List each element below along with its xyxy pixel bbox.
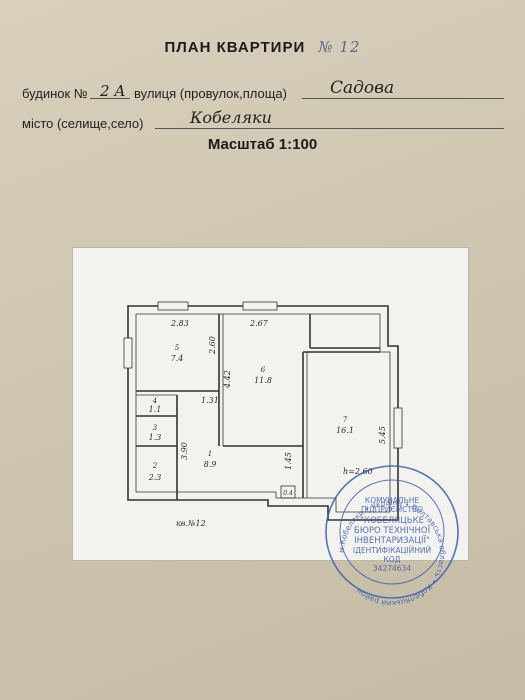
room-6-number: 6 bbox=[261, 366, 266, 374]
room-1-area: 8.9 bbox=[204, 460, 217, 469]
dim-2.60: 2.60 bbox=[208, 336, 217, 355]
floor-plan: 2.83 2.67 2.60 4.42 1.31 3.90 1.45 5.45 … bbox=[73, 248, 468, 560]
house-value: 2 А bbox=[100, 82, 126, 100]
ceiling-height: h=2.60 bbox=[343, 467, 373, 476]
room-3-number: 3 bbox=[153, 424, 158, 432]
window-room5 bbox=[157, 301, 189, 311]
room-3-area: 1.3 bbox=[149, 433, 162, 442]
window-room6 bbox=[242, 301, 278, 311]
city-value: Кобеляки bbox=[190, 108, 272, 127]
apartment-label: кв.№12 bbox=[176, 519, 206, 528]
room-2-area: 2.3 bbox=[148, 473, 162, 482]
dimension-labels: 2.83 2.67 2.60 4.42 1.31 3.90 1.45 5.45 … bbox=[170, 319, 387, 476]
room-labels: 5 7.4 6 11.8 7 16.1 4 1.1 3 1.3 2 2.3 1 … bbox=[148, 344, 354, 497]
dim-3.90: 3.90 bbox=[180, 442, 189, 460]
dim-1.31: 1.31 bbox=[201, 396, 219, 405]
dim-1.45: 1.45 bbox=[284, 452, 293, 470]
dim-2.83: 2.83 bbox=[170, 319, 189, 328]
scale-label: Масштаб 1:100 bbox=[207, 136, 318, 153]
closet-8 bbox=[280, 485, 296, 499]
apartment-number: № 12 bbox=[318, 38, 361, 56]
room-7-area: 16.1 bbox=[336, 426, 354, 435]
house-underline bbox=[90, 98, 130, 99]
room-2-number: 2 bbox=[152, 462, 158, 470]
title-text: ПЛАН КВАРТИРИ bbox=[164, 39, 306, 56]
room-4-number: 4 bbox=[152, 397, 157, 405]
street-label: вулиця (провулок,площа) bbox=[134, 86, 287, 101]
street-underline bbox=[302, 98, 504, 99]
room-4-area: 1.1 bbox=[149, 405, 162, 414]
room-7-number: 7 bbox=[343, 416, 348, 424]
city-underline bbox=[155, 128, 504, 129]
dim-5.45: 5.45 bbox=[378, 426, 387, 444]
house-label: будинок № bbox=[22, 86, 88, 101]
stamp-line-8: 34274634 bbox=[373, 564, 411, 573]
city-label: місто (селище,село) bbox=[22, 116, 144, 131]
page-title: ПЛАН КВАРТИРИ № 12 bbox=[0, 38, 525, 56]
street-value: Садова bbox=[330, 78, 395, 98]
dim-4.42: 4.42 bbox=[223, 370, 232, 389]
dim-2.67: 2.67 bbox=[249, 319, 269, 328]
room-8-area: 0.4 bbox=[283, 490, 293, 497]
room-5-number: 5 bbox=[175, 344, 180, 352]
windows bbox=[123, 301, 403, 449]
walls bbox=[127, 305, 399, 521]
room-1-number: 1 bbox=[208, 450, 212, 458]
room-5-area: 7.4 bbox=[171, 354, 184, 363]
window-left bbox=[123, 337, 133, 369]
window-room7 bbox=[393, 407, 403, 449]
floor-plan-drawing: 2.83 2.67 2.60 4.42 1.31 3.90 1.45 5.45 … bbox=[123, 301, 403, 528]
room-6-area: 11.8 bbox=[254, 376, 272, 385]
outer-wall bbox=[127, 305, 399, 521]
